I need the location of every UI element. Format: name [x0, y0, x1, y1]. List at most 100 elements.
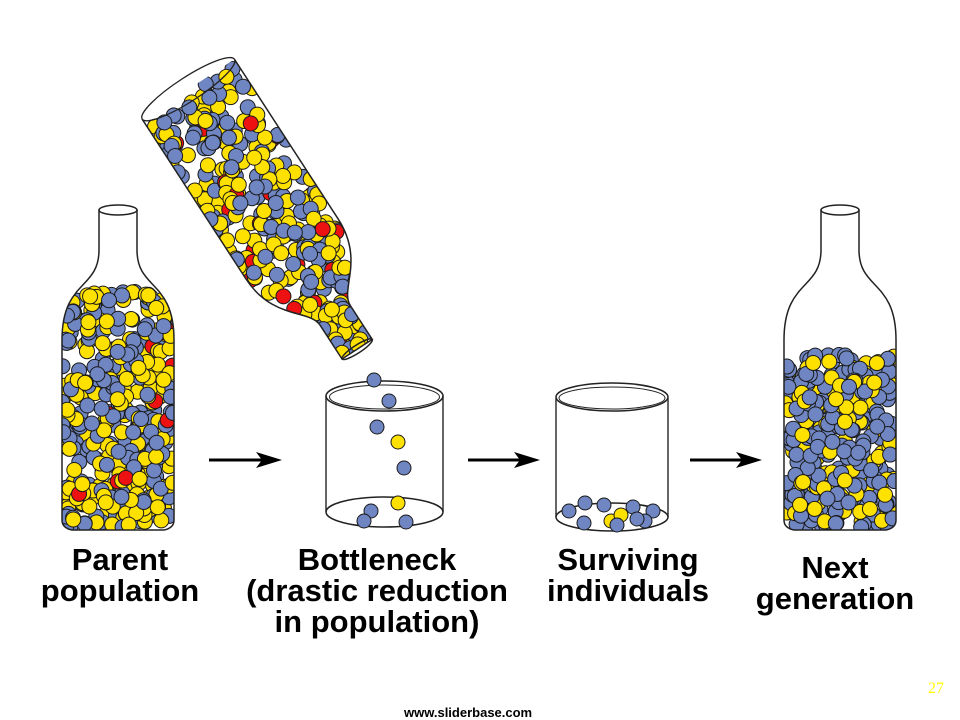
parent-population-bottle	[61, 204, 175, 531]
next-generation-label: Next generation	[730, 552, 940, 614]
blue-allele-ball	[109, 343, 126, 360]
blue-allele-ball	[110, 443, 127, 460]
yellow-allele-ball	[836, 413, 853, 430]
blue-allele-ball	[840, 494, 857, 511]
yellow-allele-ball	[155, 371, 172, 388]
right-arrow-icon	[209, 452, 282, 468]
blue-allele-ball	[139, 386, 156, 403]
footer-url[interactable]: www.sliderbase.com	[404, 705, 533, 720]
blue-allele-ball	[788, 446, 805, 463]
blue-allele-ball	[113, 488, 130, 505]
blue-allele-ball	[303, 273, 320, 290]
surviving-beaker-rim-inner	[558, 386, 666, 410]
blue-allele-ball	[645, 503, 661, 519]
blue-allele-ball	[219, 114, 236, 131]
blue-allele-ball	[89, 366, 106, 383]
blue-allele-ball	[257, 248, 274, 265]
blue-allele-ball	[824, 433, 841, 450]
blue-allele-ball	[285, 255, 302, 272]
surviving-beaker-rim	[555, 382, 669, 412]
bottleneck-label: Bottleneck (drastic reduction in populat…	[222, 544, 532, 637]
yellow-allele-ball	[96, 422, 113, 439]
yellow-allele-ball	[97, 494, 114, 511]
blue-allele-ball	[827, 515, 844, 530]
blue-allele-ball	[819, 490, 836, 507]
yellow-allele-ball	[795, 474, 812, 491]
blue-allele-ball	[133, 411, 150, 428]
yellow-allele-ball	[876, 486, 893, 503]
label-line: in population)	[274, 604, 480, 639]
surviving-individuals-label: Surviving individuals	[528, 544, 728, 606]
next-generation-bottle	[783, 204, 897, 531]
blue-allele-ball	[886, 473, 896, 490]
pouring-bottle-outline	[141, 58, 374, 361]
yellow-allele-ball	[62, 401, 76, 418]
yellow-allele-ball	[77, 374, 94, 391]
surviving-beaker-body	[555, 398, 669, 517]
blue-allele-ball	[577, 495, 593, 511]
blue-allele-ball	[181, 99, 198, 116]
yellow-allele-ball	[65, 511, 82, 528]
label-line: Bottleneck	[297, 542, 457, 577]
blue-allele-ball	[853, 519, 870, 530]
yellow-allele-ball	[118, 370, 135, 387]
blue-allele-ball	[62, 424, 72, 441]
blue-allele-ball	[561, 503, 577, 519]
parent-allele-balls	[62, 284, 174, 530]
blue-allele-ball	[576, 515, 592, 531]
label-line: population	[40, 573, 200, 608]
yellow-allele-ball	[153, 512, 170, 529]
blue-allele-ball	[155, 318, 172, 335]
blue-allele-ball	[223, 159, 240, 176]
blue-allele-ball	[869, 418, 886, 435]
blue-allele-ball	[165, 404, 174, 421]
parent-population-label: Parent population	[20, 544, 220, 606]
yellow-allele-ball	[828, 391, 845, 408]
next-allele-balls	[784, 347, 896, 530]
blue-allele-ball	[356, 513, 372, 529]
label-line: (drastic reduction	[246, 573, 508, 608]
yellow-allele-ball	[805, 354, 822, 371]
label-line: Surviving	[557, 542, 699, 577]
yellow-allele-ball	[120, 516, 137, 530]
yellow-allele-ball	[234, 228, 251, 245]
yellow-allele-ball	[109, 391, 126, 408]
blue-allele-ball	[882, 446, 896, 463]
yellow-allele-ball	[868, 355, 885, 372]
blue-allele-ball	[148, 434, 165, 451]
yellow-allele-ball	[794, 426, 811, 443]
yellow-allele-ball	[866, 374, 883, 391]
next-bottle-outline	[783, 210, 897, 531]
yellow-allele-ball	[302, 296, 319, 313]
yellow-allele-ball	[230, 176, 247, 193]
label-line: Next	[801, 550, 869, 585]
blue-allele-ball	[884, 510, 896, 527]
blue-allele-ball	[609, 517, 625, 533]
blue-allele-ball	[245, 264, 262, 281]
parent-bottle-lip	[98, 204, 138, 216]
blue-allele-ball	[784, 358, 795, 375]
yellow-allele-ball	[197, 112, 214, 129]
yellow-allele-ball	[861, 500, 878, 517]
blue-allele-ball	[807, 406, 824, 423]
yellow-allele-ball	[131, 470, 148, 487]
blue-allele-ball	[185, 129, 202, 146]
surviving-allele-balls	[561, 495, 661, 533]
bottleneck-beaker-rim-inner	[329, 384, 440, 410]
blue-allele-ball	[93, 400, 110, 417]
blue-allele-ball	[162, 388, 174, 405]
blue-allele-ball	[286, 224, 303, 241]
yellow-allele-ball	[130, 359, 147, 376]
blue-allele-ball	[263, 218, 280, 235]
yellow-allele-ball	[149, 499, 166, 516]
blue-allele-ball	[156, 114, 173, 131]
bottleneck-beaker	[325, 372, 444, 530]
blue-allele-ball	[396, 460, 412, 476]
blue-allele-ball	[83, 415, 100, 432]
yellow-allele-ball	[62, 440, 78, 457]
parent-bottle-outline	[61, 210, 175, 531]
yellow-allele-ball	[82, 288, 99, 305]
bottleneck-beaker-base	[325, 496, 444, 528]
yellow-allele-ball	[273, 245, 290, 262]
surviving-beaker	[555, 382, 669, 533]
